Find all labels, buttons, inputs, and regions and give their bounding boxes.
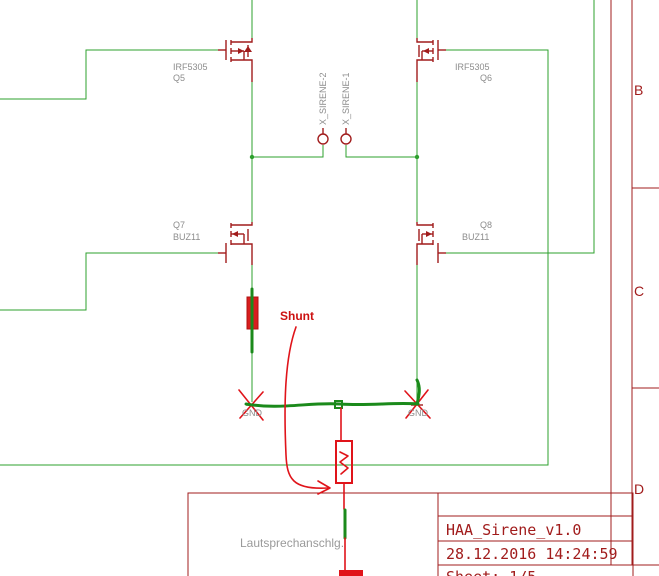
q6-ref: Q6 xyxy=(480,73,492,83)
frame-letter-c: C xyxy=(634,283,644,299)
ink-junction xyxy=(334,400,343,409)
title-block-name: HAA_Sirene_v1.0 xyxy=(446,521,581,539)
title-block xyxy=(187,492,634,576)
wires xyxy=(0,0,595,466)
shunt-annotation-arrow xyxy=(284,326,329,489)
connector-x-sirene-2: X_SIRENE-2 xyxy=(318,72,328,125)
connector-x-sirene-1: X_SIRENE-1 xyxy=(341,72,351,125)
q8-ref: Q8 xyxy=(480,220,492,230)
q7-part: BUZ11 xyxy=(173,232,200,242)
mosfet-q7-symbol xyxy=(218,222,253,265)
title-block-sheet: Sheet: 1/5 xyxy=(446,568,536,576)
title-block-date: 28.12.2016 14:24:59 xyxy=(446,545,618,563)
junction-right xyxy=(414,154,420,160)
q5-part: IRF5305 xyxy=(173,62,208,72)
gnd-label-right: GND xyxy=(408,408,429,418)
gnd-bridge-ink xyxy=(244,401,420,408)
mosfet-q6-symbol xyxy=(416,38,446,82)
q5-ref: Q5 xyxy=(173,73,185,83)
speaker-label: Lautsprechanschlg. xyxy=(240,536,344,550)
junction-left xyxy=(249,154,255,160)
q8-part: BUZ11 xyxy=(462,232,489,242)
q7-ref: Q7 xyxy=(173,220,185,230)
shunt-annotation: Shunt xyxy=(280,309,314,323)
connector-pins xyxy=(317,128,352,145)
gnd-label-left: GND xyxy=(242,408,263,418)
mosfet-q8-symbol xyxy=(416,222,446,265)
frame-letter-b: B xyxy=(634,82,643,98)
gnd-right-ink xyxy=(415,378,421,406)
frame-letter-d: D xyxy=(634,481,644,497)
shunt-annotation-arrowhead xyxy=(317,480,331,495)
speaker-resistor-zigzag xyxy=(339,451,349,475)
speaker-ground-mark xyxy=(339,570,363,576)
speaker-resistor xyxy=(335,440,353,484)
q6-part: IRF5305 xyxy=(455,62,490,72)
mosfet-q5-symbol xyxy=(218,38,253,82)
